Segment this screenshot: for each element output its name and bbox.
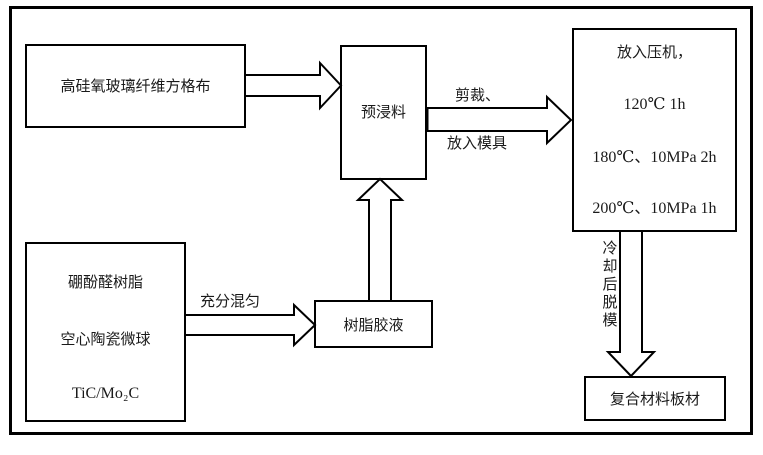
edge-label-mold: 放入模具 [447, 134, 508, 152]
composite-board-label: 复合材料板材 [609, 390, 700, 408]
press-line-1: 放入压机， [616, 43, 692, 61]
raw-material-3: TiC/Mo₂C [71, 385, 140, 402]
arrow-fabric-to-prepreg [244, 60, 343, 111]
prepreg-label: 预浸料 [360, 103, 406, 121]
edge-label-mix: 充分混匀 [200, 292, 261, 310]
raw-material-1: 硼酚醛树脂 [67, 273, 143, 291]
press-line-3: 180℃、10MPa 2h [592, 149, 717, 166]
box-raw-materials [25, 242, 186, 422]
arrow-prepreg-to-press [425, 94, 573, 146]
edge-label-cut: 剪裁、 [455, 86, 501, 104]
box-fabric [25, 44, 246, 128]
outer-frame [9, 6, 753, 435]
press-line-4: 200℃、10MPa 1h [592, 200, 717, 217]
edge-label-cool-demold: 冷却后脱模 [602, 239, 618, 329]
arrow-resin-to-prepreg [355, 177, 405, 302]
raw-material-2: 空心陶瓷微球 [60, 330, 151, 348]
arrow-press-to-board [605, 230, 657, 378]
fabric-label: 高硅氧玻璃纤维方格布 [60, 77, 211, 95]
resin-solution-label: 树脂胶液 [343, 316, 404, 334]
box-prepreg [340, 45, 427, 180]
box-press [572, 28, 737, 232]
arrow-raw-to-resin [184, 302, 317, 348]
press-line-2: 120℃ 1h [623, 96, 686, 113]
box-composite-board [584, 376, 726, 421]
